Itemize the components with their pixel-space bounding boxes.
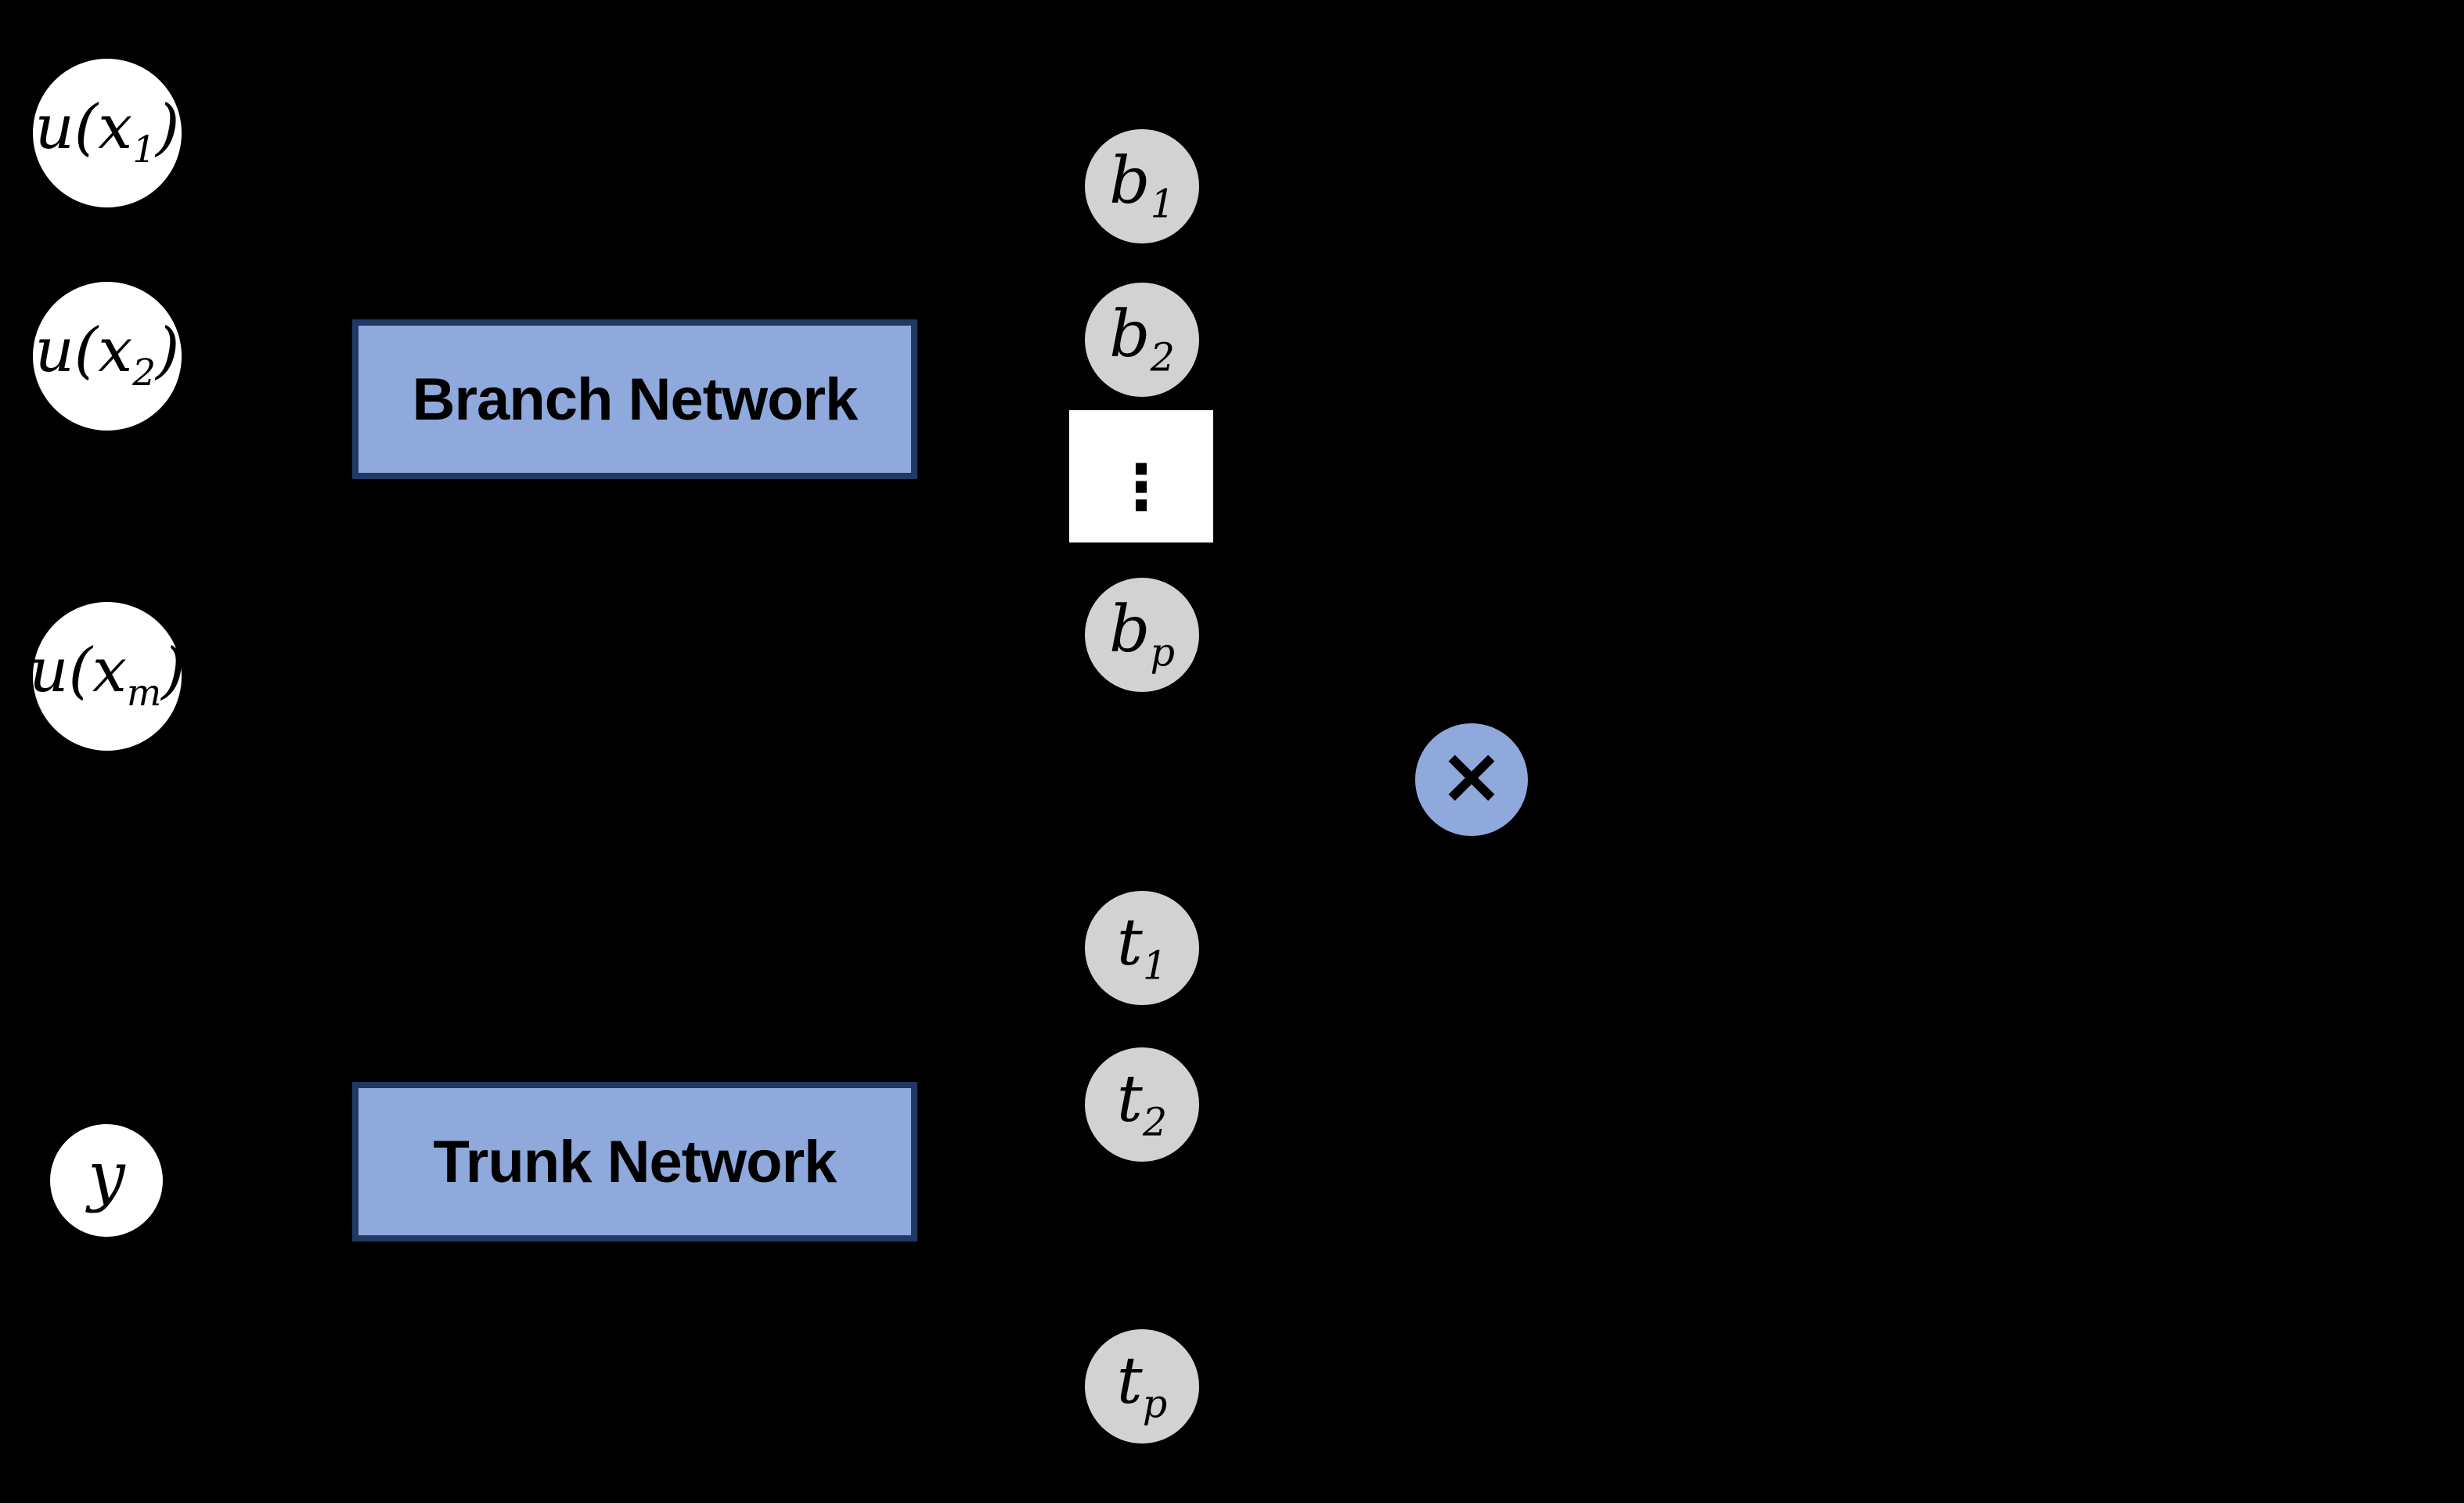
label-text: )	[161, 636, 186, 707]
branch-network-label: Branch Network	[412, 366, 859, 433]
vertical-ellipsis-icon: ⋮	[1110, 450, 1173, 524]
label-subscript: 1	[1142, 943, 1168, 989]
input-node-ux2-label: u(x2)	[35, 320, 180, 392]
input-node-ux2: u(x2)	[33, 282, 182, 431]
branch-output-node-b2-label: b2	[1109, 302, 1175, 380]
branch-output-node-b1: b1	[1085, 129, 1199, 243]
query-node-y: y	[50, 1124, 163, 1237]
label-subscript: 2	[1142, 1099, 1168, 1145]
label-subscript: 1	[132, 128, 156, 171]
trunk-network-box: Trunk Network	[352, 1082, 917, 1242]
label-text: t	[1116, 1061, 1143, 1137]
label-subscript: 2	[1150, 334, 1175, 380]
label-text: b	[1109, 592, 1151, 667]
vertical-ellipsis-box: ⋮	[1069, 410, 1213, 542]
trunk-output-node-t1: t1	[1085, 891, 1199, 1005]
branch-output-node-bp-label: bp	[1109, 597, 1176, 676]
branch-output-node-b2: b2	[1085, 283, 1199, 397]
label-text: u(x	[34, 92, 133, 164]
branch-output-node-bp: bp	[1085, 578, 1199, 692]
query-node-y-label: y	[88, 1137, 125, 1214]
branch-network-box: Branch Network	[352, 319, 917, 479]
input-node-ux1: u(x1)	[33, 59, 182, 207]
trunk-output-node-t1-label: t1	[1117, 910, 1168, 989]
multiply-node: ×	[1415, 723, 1528, 836]
trunk-output-node-t2: t2	[1085, 1047, 1199, 1162]
label-subscript: 1	[1150, 181, 1175, 227]
label-text: u(x	[29, 636, 127, 707]
label-text: u(x	[34, 315, 133, 387]
multiply-icon: ×	[1439, 730, 1504, 821]
label-subscript: 2	[132, 351, 156, 395]
label-subscript: m	[126, 672, 162, 715]
label-text: b	[1109, 297, 1151, 372]
trunk-output-node-t2-label: t2	[1117, 1067, 1168, 1145]
label-text: t	[1116, 1343, 1143, 1418]
label-text: b	[1109, 143, 1151, 218]
input-node-uxm: u(xm)	[29, 602, 186, 751]
trunk-output-node-tp-label: tp	[1117, 1349, 1168, 1427]
label-text: t	[1116, 905, 1143, 980]
input-node-ux1-label: u(x1)	[35, 97, 180, 169]
trunk-network-label: Trunk Network	[433, 1128, 838, 1195]
label-subscript: p	[1142, 1381, 1168, 1427]
label-subscript: p	[1150, 629, 1176, 676]
label-text: )	[156, 92, 180, 164]
branch-output-node-b1-label: b1	[1109, 149, 1175, 227]
trunk-output-node-tp: tp	[1085, 1329, 1199, 1444]
input-node-uxm-label: u(xm)	[29, 640, 185, 712]
label-text: )	[156, 315, 180, 387]
